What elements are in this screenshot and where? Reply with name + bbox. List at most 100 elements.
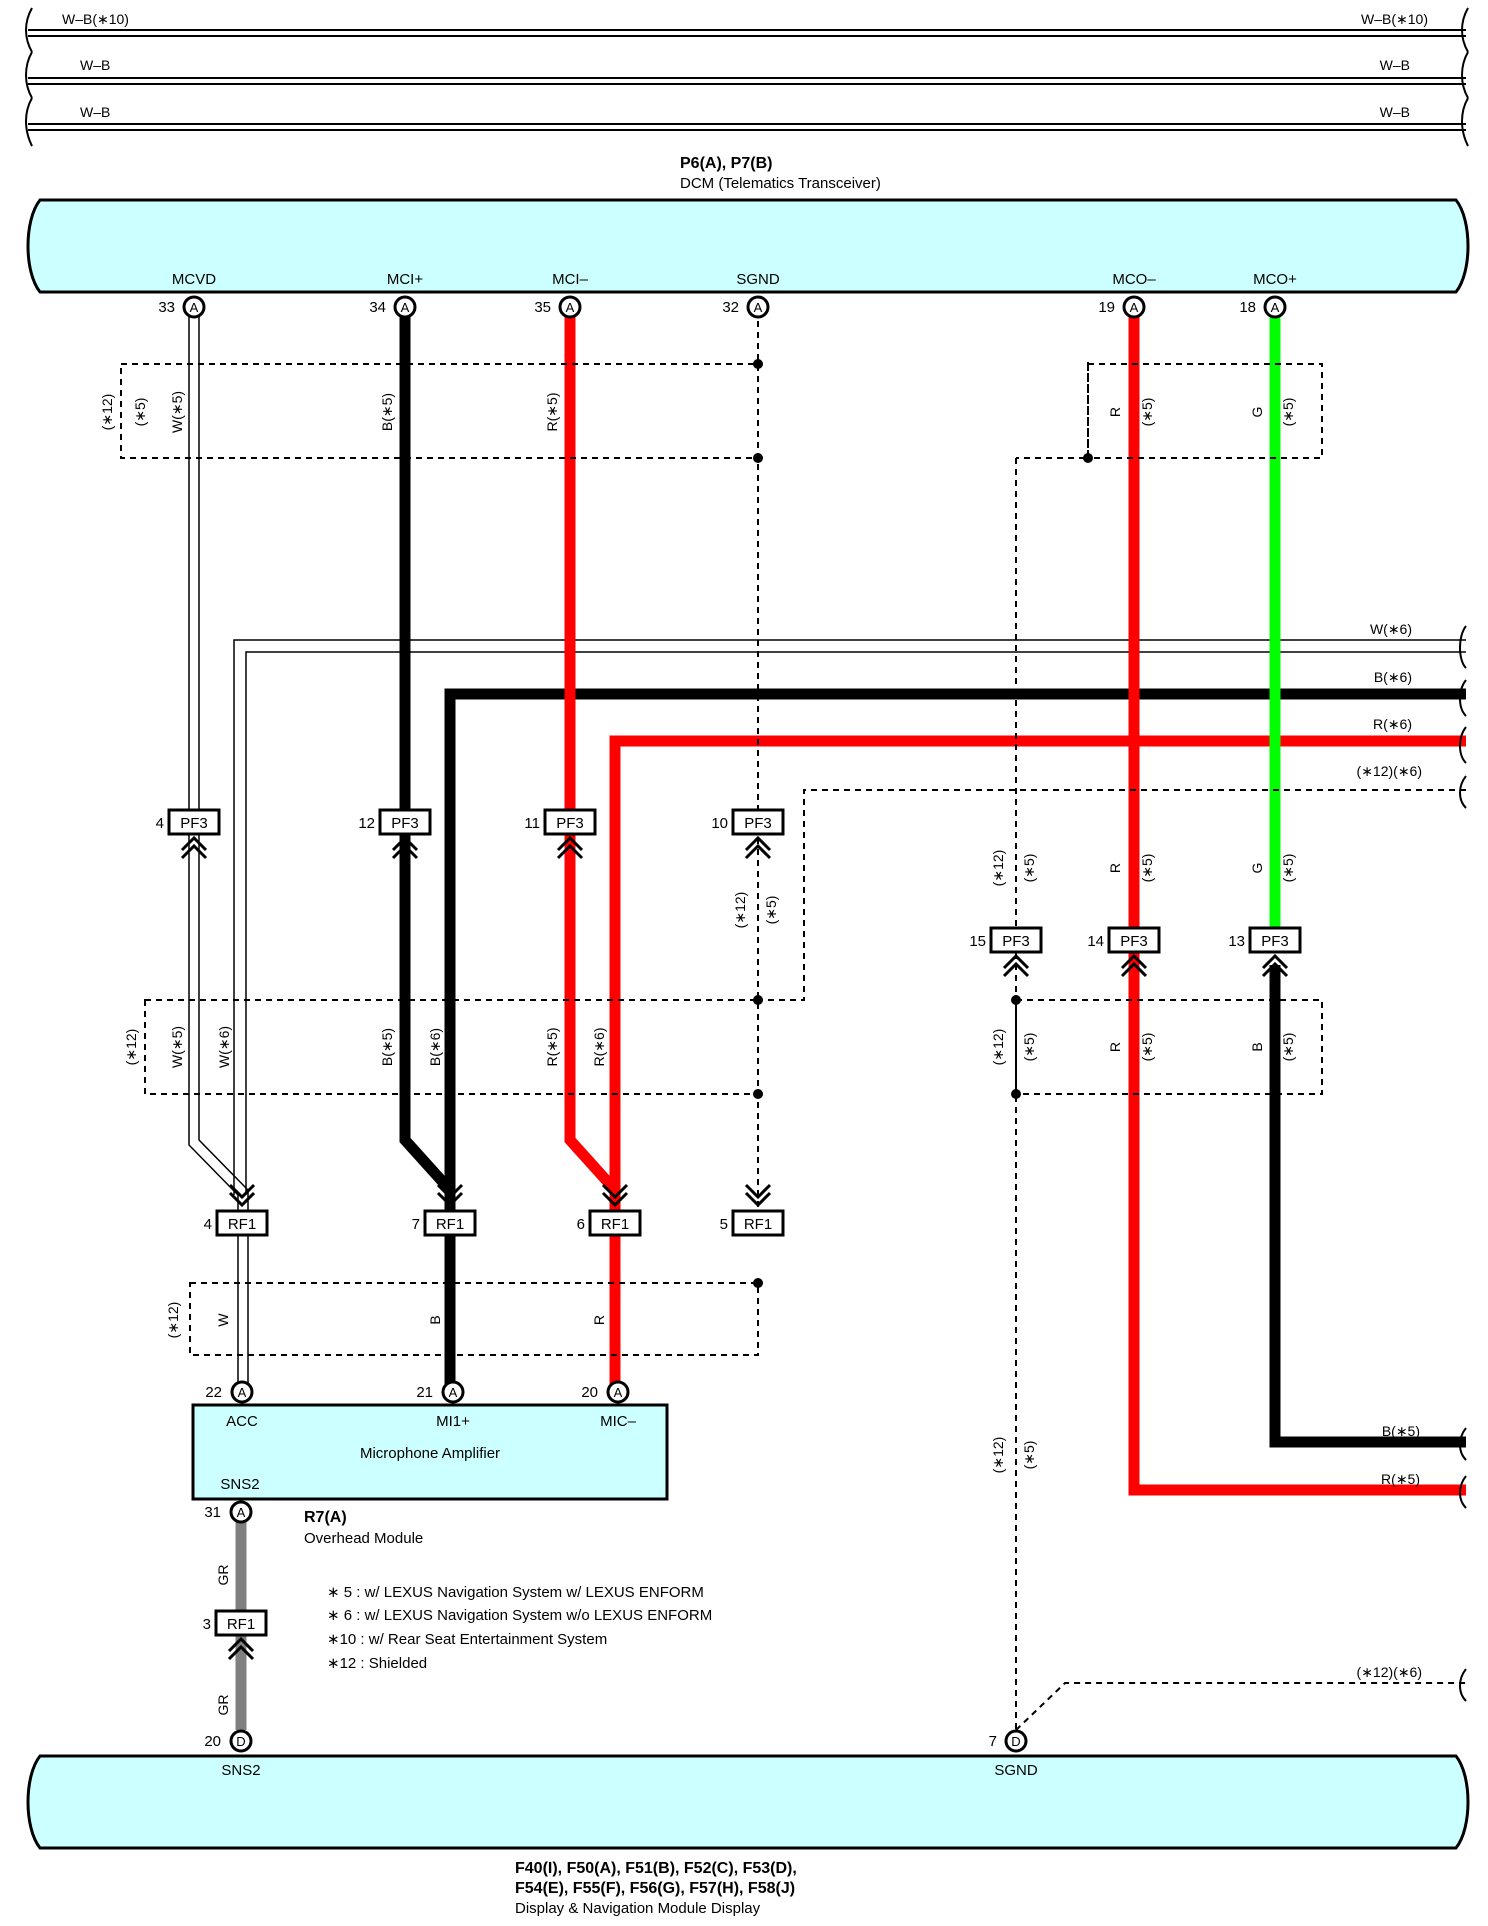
low-label-w5: W(∗5): [169, 1026, 185, 1068]
top-wire-2-left: W–B: [80, 57, 110, 73]
branch-w6-label: W(∗6): [1370, 621, 1412, 637]
pf3-12-label: PF3: [391, 815, 419, 832]
mic-amp-term-mi1: MI1+: [436, 1413, 470, 1430]
dcm-pin-mci-plus-conn: A: [401, 300, 410, 315]
wire-b6-black: [444, 688, 1466, 1195]
note-12: ∗12 : Shielded: [327, 1655, 427, 1672]
dcm-term-mci-plus: MCI+: [387, 271, 423, 288]
top-wire-1-left: W–B(∗10): [62, 11, 129, 27]
dcm-name-label: DCM (Telematics Transceiver): [680, 175, 881, 192]
wire-w6-white: [233, 639, 1466, 1195]
wire-mcvd-white: [188, 310, 249, 1385]
rf1-4-label: RF1: [228, 1216, 256, 1233]
pf3-15-pin: 15: [969, 933, 986, 950]
pf3-14-label: PF3: [1120, 933, 1148, 950]
upper-label-g: G: [1249, 407, 1265, 418]
upper-label-5: (∗5): [132, 398, 148, 427]
mic-amp-pin-31: 31: [204, 1504, 221, 1521]
overhead-connector: R7(A): [304, 1509, 347, 1526]
top-wire-bus: W–B(∗10) W–B(∗10) W–B W–B W–B W–B: [25, 7, 1469, 147]
display-pin-7: 7: [989, 1733, 997, 1750]
mid-label-shield-left: (∗12): [732, 892, 748, 929]
overhead-name: Overhead Module: [304, 1530, 423, 1547]
top-wire-2-right: W–B: [1380, 57, 1410, 73]
low-label-shield-right: (∗12): [990, 1029, 1006, 1066]
dcm-pin-mci-minus-conn: A: [566, 300, 575, 315]
dcm-term-mcvd: MCVD: [172, 271, 216, 288]
upper-label-r5: R(∗5): [544, 393, 560, 432]
low-label-b: B: [1249, 1042, 1265, 1051]
right-lower-r5: R(∗5): [1381, 1471, 1420, 1487]
top-wire-3-left: W–B: [80, 104, 110, 120]
mic-amp-pins: [229, 1380, 630, 1524]
right-wire-ends: [1459, 625, 1467, 1702]
low-label-b6: B(∗6): [427, 1028, 443, 1066]
lower-wire-labels: (∗12) W(∗5) W(∗6) B(∗5) B(∗6) R(∗5) R(∗6…: [123, 1026, 1296, 1068]
dcm-pin-34: 34: [369, 299, 386, 316]
display-name: Display & Navigation Module Display: [515, 1900, 761, 1917]
dcm-connector-label: P6(A), P7(B): [680, 155, 772, 172]
mic-amp-pin-mic-conn: A: [614, 1385, 623, 1400]
gr-label-upper: GR: [215, 1565, 231, 1586]
pf3-15-label: PF3: [1002, 933, 1030, 950]
dcm-pin-33: 33: [158, 299, 175, 316]
upper-label-r-5: (∗5): [1139, 398, 1155, 427]
dcm-pin-32: 32: [722, 299, 739, 316]
upper-label-g-5: (∗5): [1280, 398, 1296, 427]
mic-amp-pin-mi1-conn: A: [449, 1385, 458, 1400]
wire-mco-minus-red: [1128, 310, 1466, 1496]
rf1-5-pin: 5: [720, 1216, 728, 1233]
rf1-3-label: RF1: [227, 1616, 255, 1633]
pf3-11-pin: 11: [524, 815, 540, 832]
top-wire-3-right: W–B: [1380, 104, 1410, 120]
mid-label-shield-right: (∗12): [990, 850, 1006, 887]
mic-amp-term-mic: MIC–: [600, 1413, 636, 1430]
pf3-4-pin: 4: [156, 815, 164, 832]
display-module-box: [26, 1754, 1470, 1850]
note-10: ∗10 : w/ Rear Seat Entertainment System: [327, 1631, 607, 1648]
low-label-shield: (∗12): [123, 1029, 139, 1066]
right-lower-5: (∗5): [1021, 1441, 1037, 1470]
right-lower-shield-6: (∗12)(∗6): [1357, 1664, 1422, 1680]
mic-amp-pin-20: 20: [581, 1384, 598, 1401]
upper-label-b5: B(∗5): [379, 393, 395, 431]
low-label-5-right: (∗5): [1021, 1033, 1037, 1062]
wire-sgnd-dashed: [757, 310, 1466, 1731]
dcm-term-sgnd: SGND: [736, 271, 780, 288]
mic-amp-pin-acc-conn: A: [238, 1385, 247, 1400]
splice-dots: [753, 359, 1093, 1288]
upper-wire-labels: (∗12) (∗5) W(∗5) B(∗5) R(∗5) R (∗5) G (∗…: [99, 391, 1296, 433]
low-label-r5: R(∗5): [544, 1028, 560, 1067]
rf1-connectors: [214, 1183, 785, 1661]
mic-amp-pin-21: 21: [416, 1384, 433, 1401]
mic-amp-box: [191, 1403, 669, 1501]
note-6: ∗ 6 : w/ LEXUS Navigation System w/o LEX…: [327, 1607, 712, 1624]
rf1-6-pin: 6: [577, 1216, 585, 1233]
pf3-connectors: [167, 808, 1302, 978]
right-lower-shield: (∗12): [990, 1437, 1006, 1474]
shield-boxes: [120, 363, 1323, 1356]
dcm-term-mco-minus: MCO–: [1112, 271, 1156, 288]
mid-label-r: R: [1107, 863, 1123, 873]
branch-r6-label: R(∗6): [1373, 716, 1412, 732]
gr-label-lower: GR: [215, 1695, 231, 1716]
display-pin-sgnd-conn: D: [1011, 1734, 1020, 1749]
pf3-14-pin: 14: [1087, 933, 1104, 950]
upper-label-shield: (∗12): [99, 394, 115, 431]
rf1-7-pin: 7: [412, 1216, 420, 1233]
mid-label-r-5: (∗5): [1139, 854, 1155, 883]
display-pin-sns2-conn: D: [236, 1734, 245, 1749]
wire-mci-minus-red: [564, 310, 621, 1385]
dcm-module-box: [26, 198, 1470, 294]
pf3-4-label: PF3: [180, 815, 208, 832]
mic-amp-pin-sns2-conn: A: [237, 1505, 246, 1520]
low-label-r6: R(∗6): [591, 1028, 607, 1067]
mid-label-5-right: (∗5): [1021, 854, 1037, 883]
amp-label-w: W: [215, 1313, 231, 1327]
display-pins: [229, 1729, 1028, 1753]
amp-label-r: R: [591, 1315, 607, 1325]
mid-label-g-5: (∗5): [1280, 854, 1296, 883]
mic-amp-term-sns2: SNS2: [220, 1476, 259, 1493]
rf1-7-label: RF1: [436, 1216, 464, 1233]
